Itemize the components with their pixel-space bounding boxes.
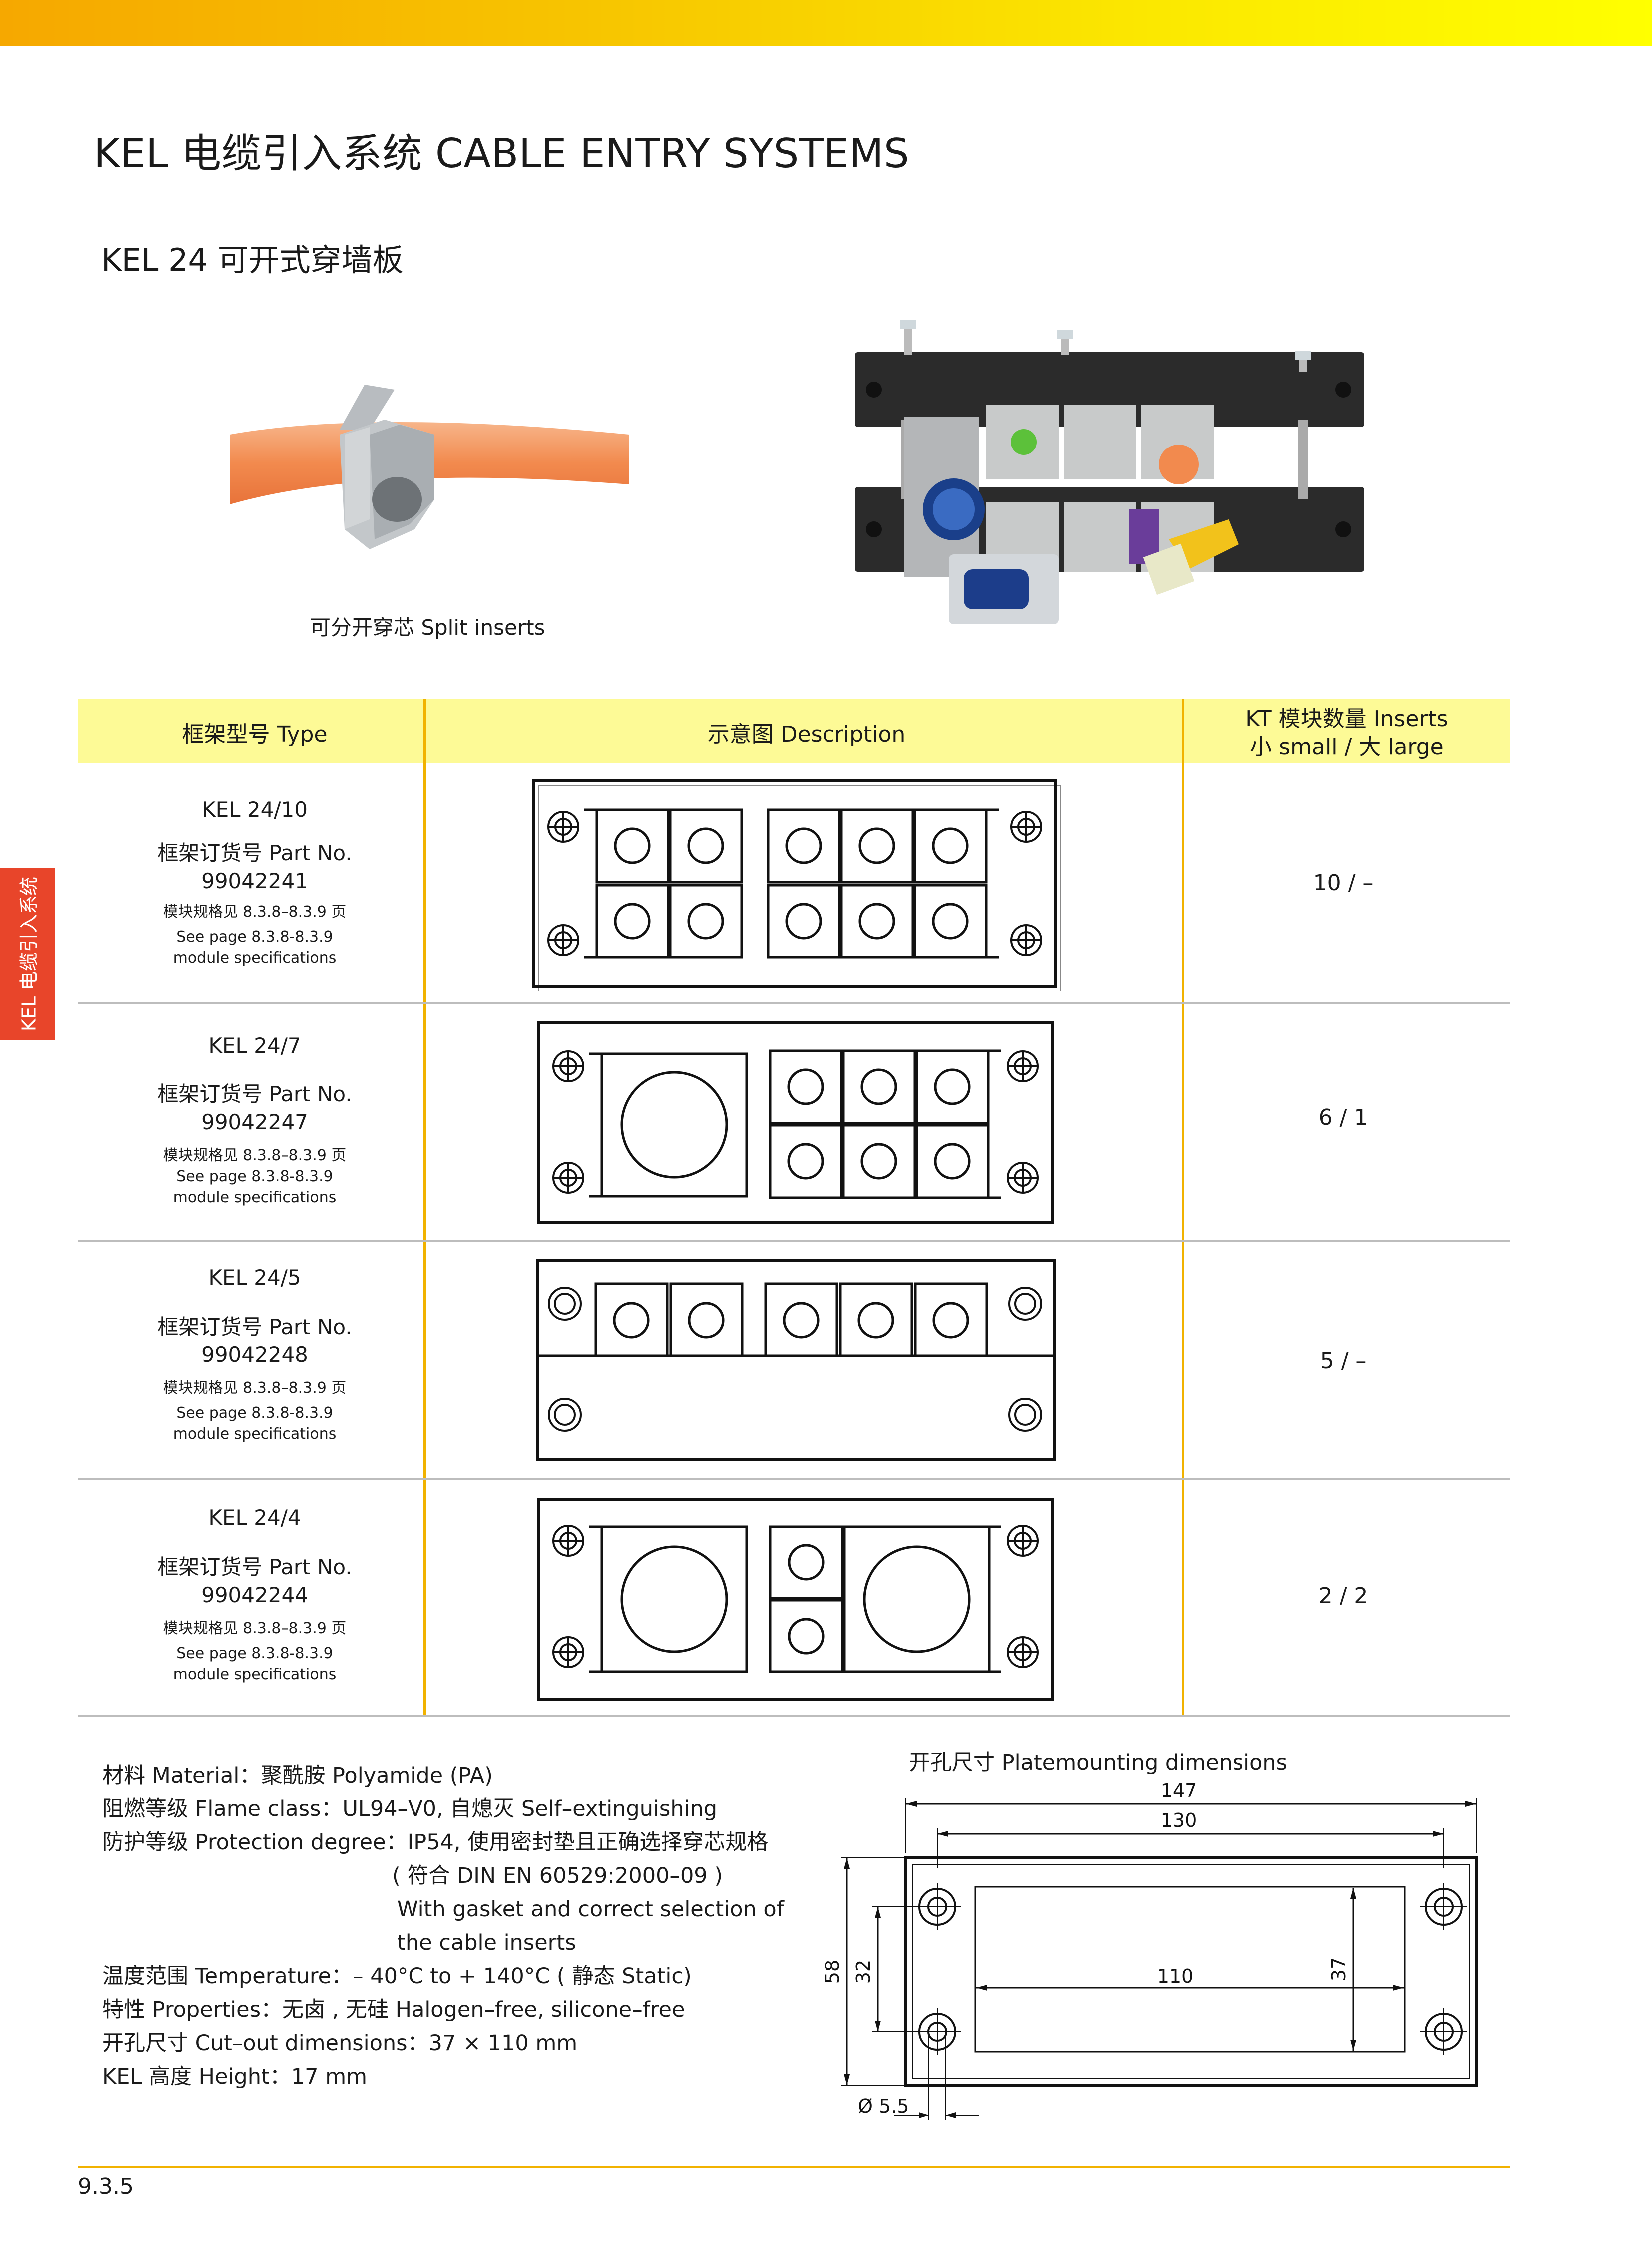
col-header-type: 框架型号 Type bbox=[182, 722, 328, 747]
dim-110: 110 bbox=[1157, 1965, 1194, 1987]
spec-protection: 防护等级 Protection degree：IP54, 使用密封垫且正确选择穿… bbox=[102, 1830, 769, 1855]
side-tab-label: KEL 电缆引入系统 bbox=[18, 876, 40, 1032]
module-note-cn: 模块规格见 8.3.8–8.3.9 页 bbox=[163, 1620, 347, 1637]
row-divider bbox=[78, 1002, 1510, 1004]
part-number: 99042247 bbox=[201, 1110, 308, 1134]
model-name: KEL 24/7 bbox=[208, 1033, 301, 1058]
spec-protection-standard: ( 符合 DIN EN 60529:2000–09 ) bbox=[392, 1863, 723, 1888]
part-number: 99042244 bbox=[201, 1583, 308, 1607]
module-note-en1: See page 8.3.8-8.3.9 bbox=[176, 1168, 333, 1185]
split-insert-image bbox=[230, 385, 629, 549]
dim-32: 32 bbox=[852, 1960, 874, 1984]
module-note-en2: module specifications bbox=[173, 1666, 337, 1683]
schematic-kel-24-10 bbox=[532, 779, 1061, 991]
spec-cutout: 开孔尺寸 Cut–out dimensions：37 × 110 mm bbox=[102, 2031, 578, 2056]
model-name: KEL 24/4 bbox=[208, 1505, 301, 1530]
spec-properties: 特性 Properties：无卤 , 无硅 Halogen–free, sili… bbox=[102, 1997, 685, 2022]
module-note-cn: 模块规格见 8.3.8–8.3.9 页 bbox=[163, 903, 347, 921]
part-label: 框架订货号 Part No. bbox=[157, 841, 352, 865]
dim-58: 58 bbox=[822, 1960, 843, 1984]
inserts-count: 10 / – bbox=[1313, 870, 1374, 896]
inserts-count: 2 / 2 bbox=[1318, 1583, 1368, 1609]
drawing-title: 开孔尺寸 Platemounting dimensions bbox=[909, 1750, 1288, 1775]
module-note-en1: See page 8.3.8-8.3.9 bbox=[176, 1645, 333, 1662]
column-divider bbox=[1182, 699, 1184, 1716]
page-subtitle: KEL 24 可开式穿墙板 bbox=[101, 242, 404, 278]
specifications: 材料 Material：聚酰胺 Polyamide (PA) 阻燃等级 Flam… bbox=[102, 1759, 784, 2094]
module-note-en1: See page 8.3.8-8.3.9 bbox=[176, 928, 333, 946]
table-row: KEL 24/7 框架订货号 Part No. 99042247 模块规格见 8… bbox=[80, 1035, 429, 1208]
col-header-inserts: KT 模块数量 Inserts 小 small / 大 large bbox=[1185, 705, 1509, 761]
col-header-inserts-line1: KT 模块数量 Inserts bbox=[1245, 706, 1448, 732]
schematic-kel-24-7 bbox=[537, 1021, 1054, 1224]
model-name: KEL 24/5 bbox=[208, 1265, 301, 1290]
table-row: KEL 24/5 框架订货号 Part No. 99042248 模块规格见 8… bbox=[80, 1267, 429, 1445]
product-photo bbox=[855, 320, 1364, 624]
part-label: 框架订货号 Part No. bbox=[157, 1555, 352, 1579]
table-header bbox=[78, 699, 1510, 763]
module-note-cn: 模块规格见 8.3.8–8.3.9 页 bbox=[163, 1379, 347, 1397]
side-section-tab: KEL 电缆引入系统 bbox=[0, 868, 55, 1040]
top-color-bar bbox=[0, 0, 1652, 46]
part-label: 框架订货号 Part No. bbox=[157, 1315, 352, 1339]
row-divider bbox=[78, 1240, 1510, 1242]
row-divider bbox=[78, 1478, 1510, 1480]
module-note-en2: module specifications bbox=[173, 1425, 337, 1443]
schematic-kel-24-5 bbox=[536, 1259, 1056, 1461]
table-row: KEL 24/10 框架订货号 Part No. 99042241 模块规格见 … bbox=[80, 799, 429, 969]
footer-rule bbox=[78, 2166, 1510, 2168]
part-number: 99042241 bbox=[201, 869, 308, 893]
inserts-count: 6 / 1 bbox=[1318, 1105, 1368, 1130]
spec-temperature: 温度范围 Temperature：– 40°C to + 140°C ( 静态 … bbox=[102, 1964, 692, 1989]
col-header-description: 示意图 Description bbox=[707, 722, 906, 747]
column-divider bbox=[423, 699, 426, 1716]
platemounting-drawing: 147 130 110 58 32 37 Ø 5.5 bbox=[822, 1780, 1478, 2120]
schematic-kel-24-4 bbox=[537, 1498, 1054, 1701]
dim-37: 37 bbox=[1328, 1957, 1350, 1981]
spec-height: KEL 高度 Height：17 mm bbox=[102, 2064, 367, 2089]
dim-hole-diameter: Ø 5.5 bbox=[858, 2095, 909, 2117]
col-header-inserts-line2: 小 small / 大 large bbox=[1250, 734, 1444, 760]
module-note-en2: module specifications bbox=[173, 1189, 337, 1206]
page-number: 9.3.5 bbox=[78, 2174, 134, 2199]
spec-flame-class: 阻燃等级 Flame class：UL94–V0, 自熄灭 Self–extin… bbox=[102, 1796, 718, 1821]
dim-147: 147 bbox=[1161, 1780, 1197, 1801]
table-row: KEL 24/4 框架订货号 Part No. 99042244 模块规格见 8… bbox=[80, 1507, 429, 1685]
module-note-en2: module specifications bbox=[173, 949, 337, 967]
page-title: KEL 电缆引入系统 CABLE ENTRY SYSTEMS bbox=[94, 130, 910, 177]
spec-material: 材料 Material：聚酰胺 Polyamide (PA) bbox=[102, 1763, 493, 1788]
split-insert-caption: 可分开穿芯 Split inserts bbox=[310, 615, 545, 640]
dim-130: 130 bbox=[1161, 1809, 1197, 1831]
spec-protection-note: With gasket and correct selection of bbox=[397, 1897, 784, 1922]
inserts-count: 5 / – bbox=[1320, 1348, 1367, 1374]
model-name: KEL 24/10 bbox=[202, 797, 308, 822]
module-note-cn: 模块规格见 8.3.8–8.3.9 页 bbox=[163, 1147, 347, 1164]
spec-protection-note-2: the cable inserts bbox=[397, 1930, 576, 1955]
row-divider bbox=[78, 1715, 1510, 1717]
part-label: 框架订货号 Part No. bbox=[157, 1082, 352, 1106]
module-note-en1: See page 8.3.8-8.3.9 bbox=[176, 1404, 333, 1422]
part-number: 99042248 bbox=[201, 1343, 308, 1367]
